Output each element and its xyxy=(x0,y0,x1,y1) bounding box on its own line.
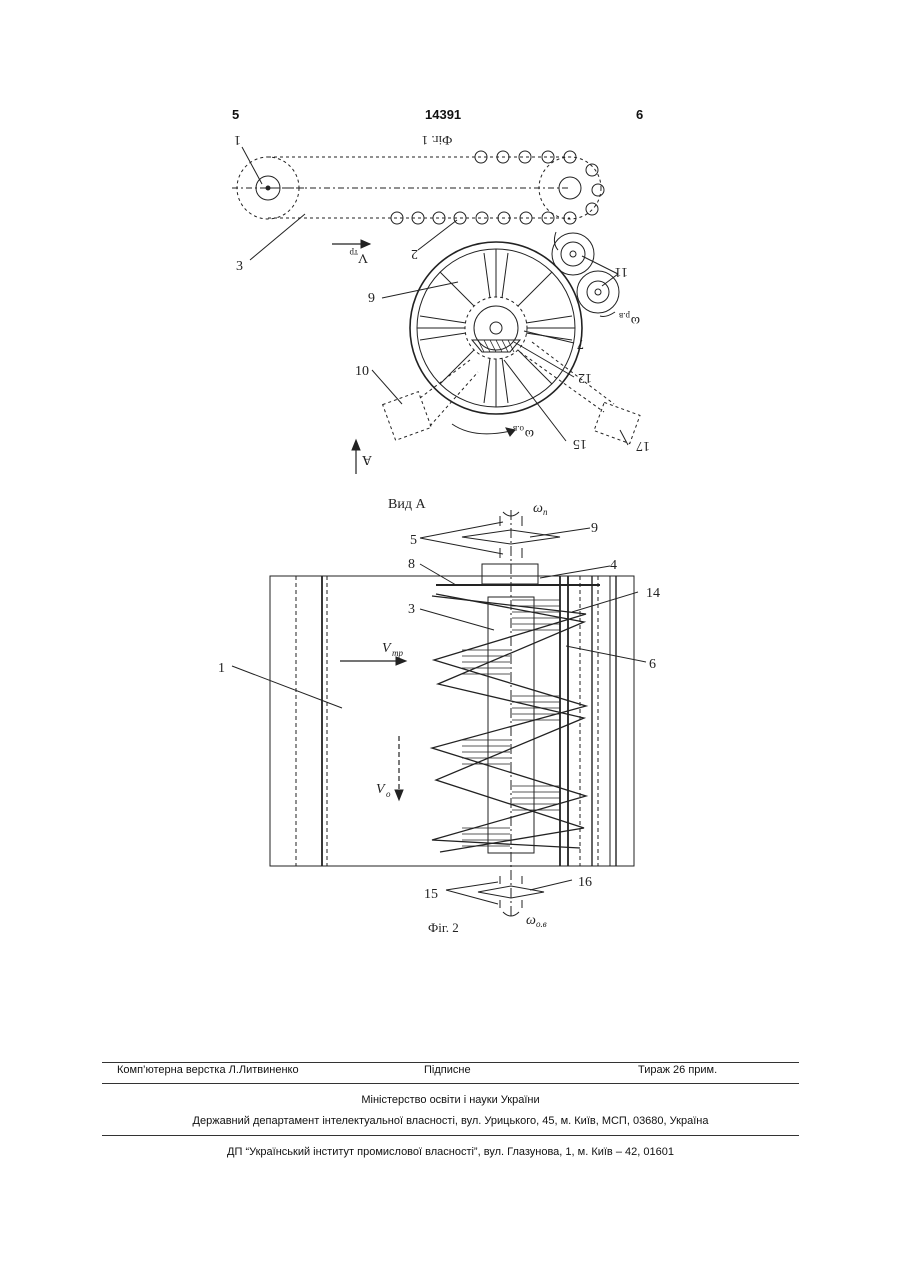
figure-2: Вид А xyxy=(218,497,660,935)
fig2-vtr-sub: тр xyxy=(392,648,403,658)
fig1-label: 12 xyxy=(578,370,592,385)
fig2-label: 16 xyxy=(578,875,592,890)
fig1-label: 17 xyxy=(636,438,650,453)
department-line: Державний департамент інтелектуальної вл… xyxy=(0,1115,901,1127)
fig2-label: 3 xyxy=(408,602,415,617)
fig2-omega-top-sub: п xyxy=(543,507,548,517)
fig2-label: 9 xyxy=(591,521,598,536)
aux-roller-right xyxy=(520,342,640,444)
fig2-vtr: V xyxy=(382,641,392,656)
fig2-vo-sub: о xyxy=(386,789,391,799)
auger-shaft xyxy=(488,597,534,853)
circulation-note: Тираж 26 прим. xyxy=(638,1064,717,1076)
signed-note: Підписне xyxy=(424,1064,471,1076)
ministry-line: Міністерство освіти і науки України xyxy=(0,1094,901,1106)
fig2-omega-bot: ω xyxy=(526,913,536,928)
footer-rule-bottom xyxy=(102,1135,799,1136)
fig1-label: 7 xyxy=(577,336,584,351)
figure-2-caption: Фіг. 2 xyxy=(428,920,459,935)
fig2-label: 1 xyxy=(218,661,225,676)
fig1-omega-rv-sub: р.в xyxy=(619,311,630,321)
view-a-title: Вид А xyxy=(388,497,426,512)
figure-1-caption: Фіг. 1 xyxy=(422,133,453,148)
fig1-label: 10 xyxy=(355,364,369,379)
conveyor-frame xyxy=(270,576,634,866)
fig2-label: 8 xyxy=(408,557,415,572)
fig1-label: 1 xyxy=(234,132,241,147)
fig2-omega-bot-sub: о.в xyxy=(536,919,547,929)
typesetting-credit: Комп’ютерна верстка Л.Литвиненко xyxy=(117,1064,299,1076)
footer-rule-top xyxy=(102,1062,799,1063)
institute-line: ДП “Український інститут промислової вла… xyxy=(0,1146,901,1158)
fig1-omega-ov: ω xyxy=(525,426,534,441)
drum-rotation-arrow xyxy=(452,424,515,434)
fig1-view-a: А xyxy=(361,452,372,467)
footer-rule-middle xyxy=(102,1083,799,1084)
fig2-label: 4 xyxy=(610,558,617,573)
fig1-label: 3 xyxy=(236,259,243,274)
fig1-label: 11 xyxy=(615,264,628,279)
fig1-omega-rv: ω xyxy=(631,313,640,328)
fig2-omega-top: ω xyxy=(533,501,543,516)
fig2-label: 6 xyxy=(649,657,656,672)
fig1-omega-ov-sub: о.в xyxy=(513,424,524,434)
patent-drawings: Фіг. 1 xyxy=(0,0,901,1000)
gear-upper xyxy=(552,233,594,275)
fig1-label: 2 xyxy=(411,246,418,261)
drum-spokes xyxy=(417,249,575,407)
gear-lower xyxy=(577,271,619,313)
fig2-label: 15 xyxy=(424,887,438,902)
fig2-vo: V xyxy=(376,782,386,797)
fig1-label: 6 xyxy=(368,289,375,304)
fig2-label: 5 xyxy=(410,533,417,548)
fig1-vtr: V xyxy=(358,250,368,265)
figure-1: Фіг. 1 xyxy=(232,132,650,474)
fig2-label: 14 xyxy=(646,586,660,601)
fig1-label: 15 xyxy=(573,436,587,451)
fig1-vtr-sub: тр xyxy=(349,248,358,258)
